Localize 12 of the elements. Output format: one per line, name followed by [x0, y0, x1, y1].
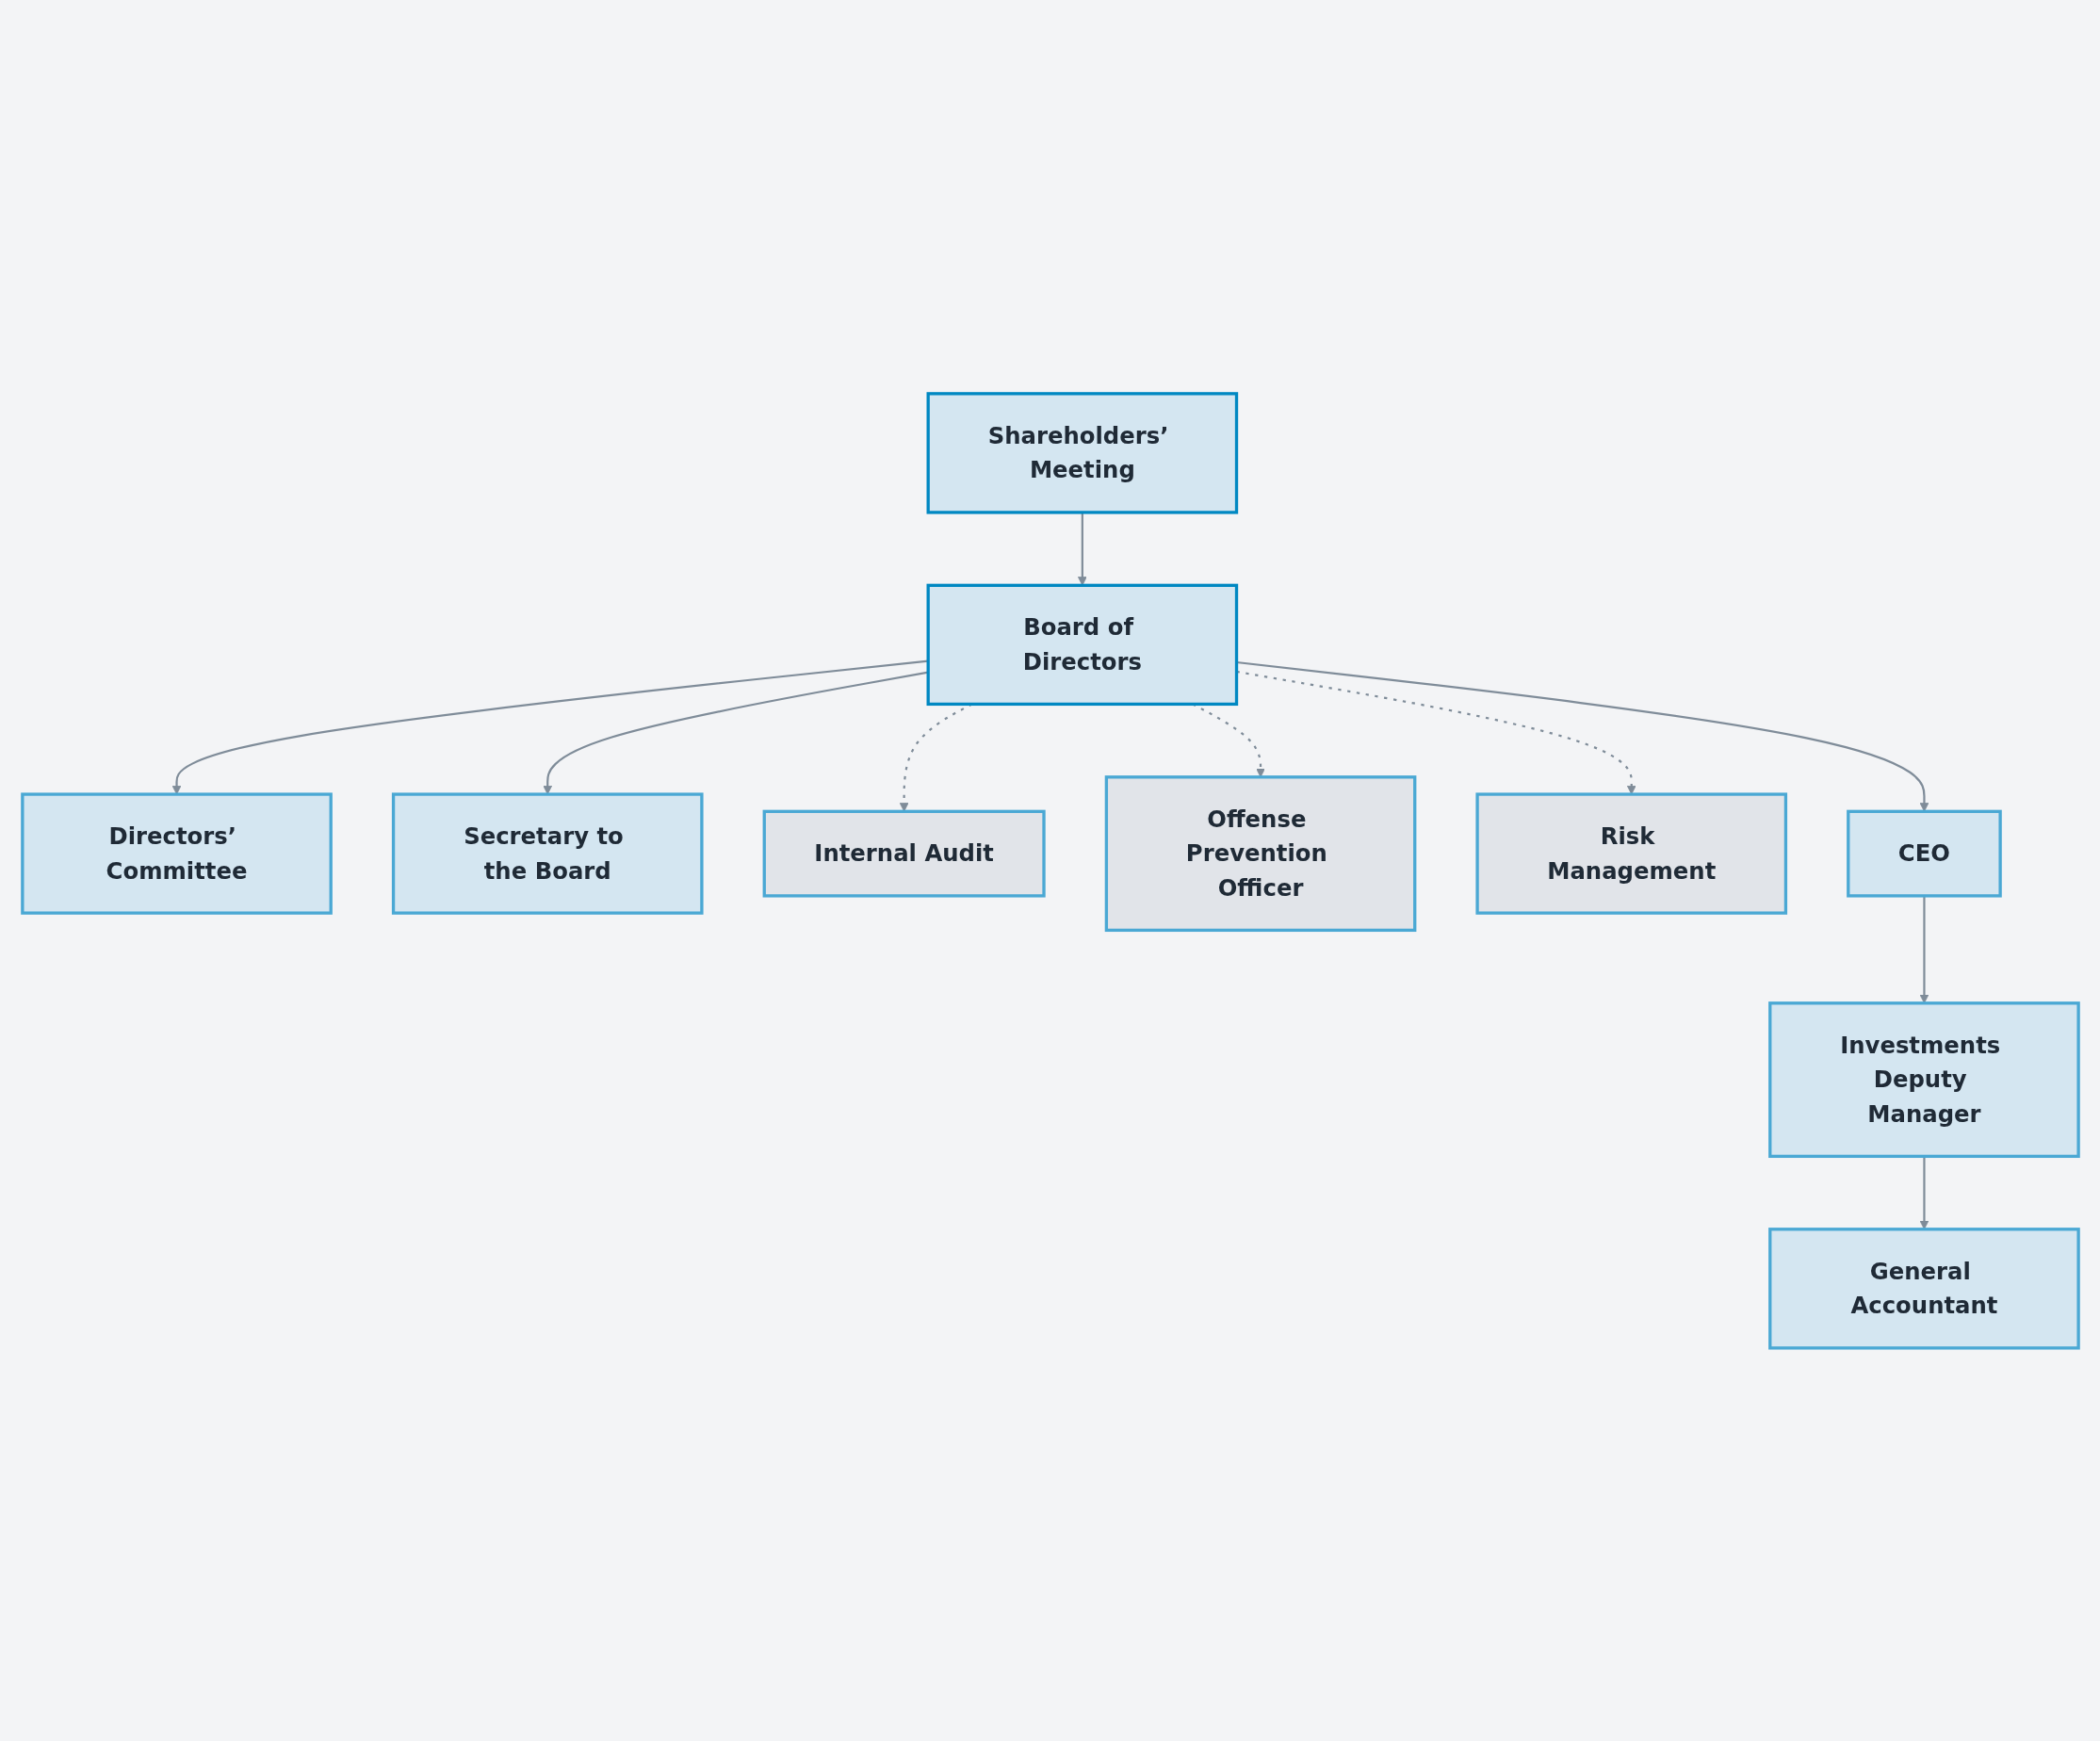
node-box: Directors’ Committee: [20, 792, 333, 915]
node-box: Board of Directors: [926, 583, 1238, 706]
node-box: General Accountant: [1767, 1227, 2080, 1350]
node-box: Shareholders’ Meeting: [926, 391, 1238, 514]
node-box: Risk Management: [1474, 792, 1787, 915]
arrow: [1919, 1156, 1929, 1229]
arrow: [1919, 895, 1929, 1003]
node-box: Internal Audit: [762, 809, 1046, 898]
node-box: Investments Deputy Manager: [1767, 1001, 2080, 1158]
node-box: CEO: [1846, 809, 2002, 898]
node-box: Offense Prevention Officer: [1104, 774, 1416, 932]
node-box: Secretary to the Board: [391, 792, 704, 915]
